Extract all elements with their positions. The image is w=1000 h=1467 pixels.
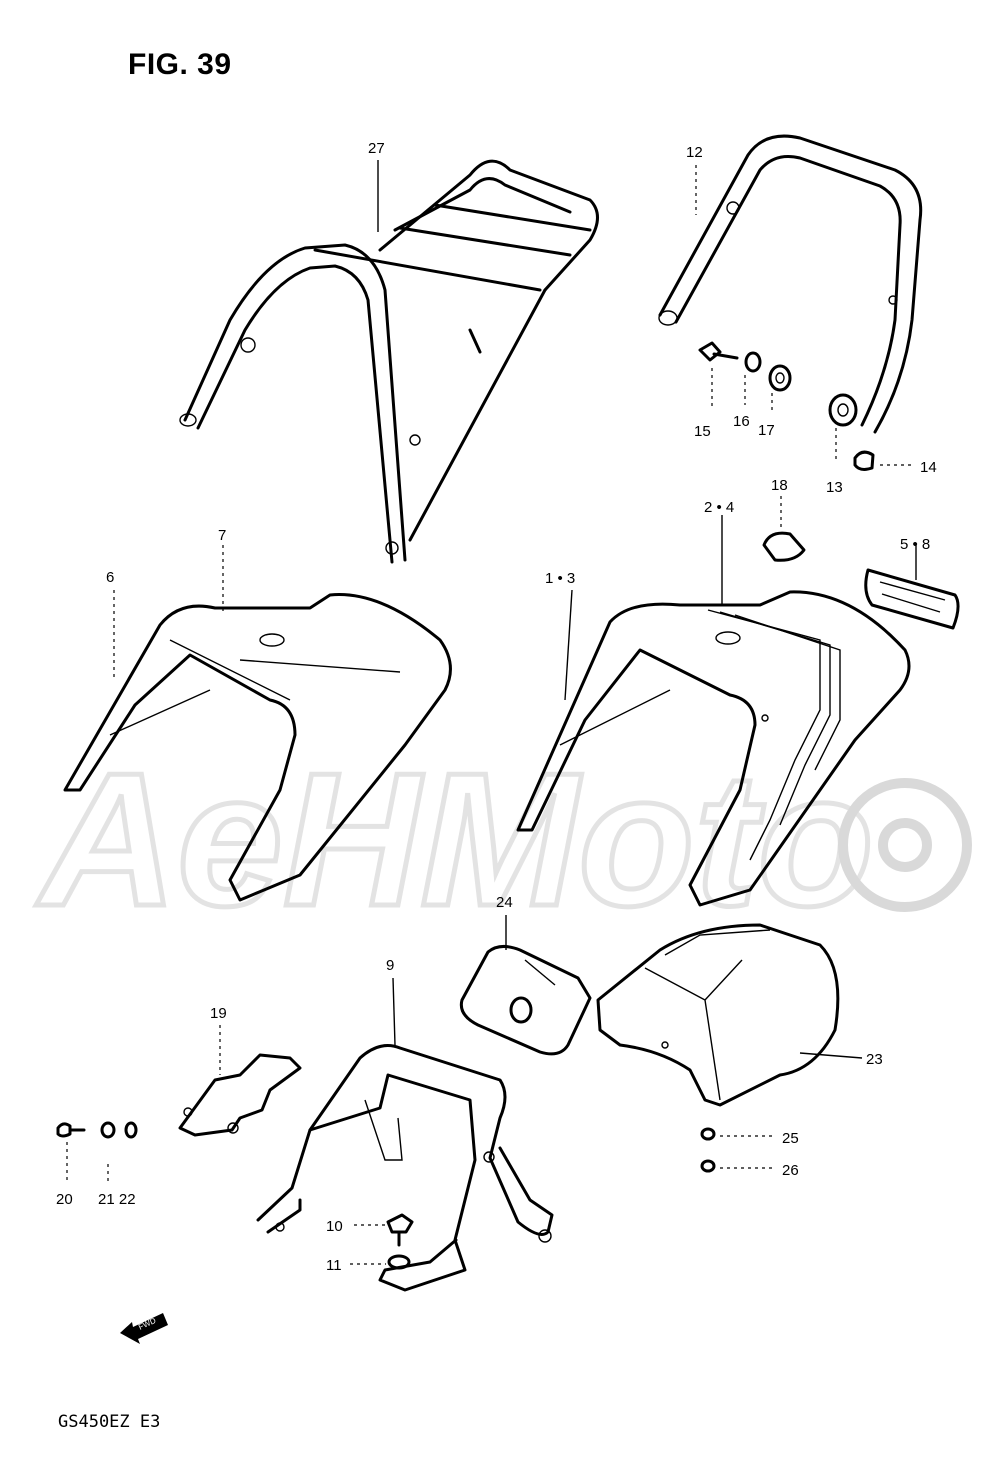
callout-5-8: 5 • 8	[900, 536, 930, 553]
figure-title: FIG. 39	[128, 48, 232, 81]
watermark-text: AeHMoto	[36, 734, 874, 946]
callout-26: 26	[782, 1162, 799, 1179]
part-6-7-tail-cover	[63, 593, 452, 902]
callout-19: 19	[210, 1005, 227, 1022]
callout-11: 11	[326, 1257, 342, 1274]
hardware-20-21-22	[56, 1121, 138, 1139]
part-9-seat-bracket	[256, 1044, 554, 1292]
part-1-3-2-4-tail-cover	[516, 590, 911, 907]
callout-23: 23	[866, 1051, 883, 1068]
part-23-seat-pad	[596, 923, 840, 1107]
callout-2-4: 2 • 4	[704, 499, 734, 516]
callout-25: 25	[782, 1130, 799, 1147]
part-24-cover-plate	[459, 945, 592, 1056]
callout-10: 10	[326, 1218, 343, 1235]
model-code: GS450EZ E3	[58, 1412, 161, 1432]
callout-21-22: 21 22	[98, 1191, 136, 1208]
forward-arrow-icon: FWD	[120, 1313, 168, 1344]
watermark: AeHMoto	[34, 732, 972, 949]
callout-18: 18	[771, 477, 788, 494]
part-25-washer	[700, 1127, 716, 1141]
callout-27: 27	[368, 140, 385, 157]
part-5-8-emblem	[864, 568, 960, 630]
callout-20: 20	[56, 1191, 73, 1208]
callout-15: 15	[694, 423, 711, 440]
callout-14: 14	[920, 459, 937, 476]
callout-24: 24	[496, 894, 513, 911]
callout-17: 17	[758, 422, 775, 439]
callout-9: 9	[386, 957, 394, 974]
callout-12: 12	[686, 144, 703, 161]
callout-16: 16	[733, 413, 750, 430]
callout-6: 6	[106, 569, 114, 586]
callout-13: 13	[826, 479, 843, 496]
hardware-bolts-washers	[698, 341, 875, 471]
part-19-seat-latch	[178, 1053, 302, 1137]
part-18-grommet	[762, 531, 806, 562]
hardware-10-11	[386, 1213, 414, 1270]
part-12-grab-rail	[658, 134, 923, 434]
part-26-nut	[700, 1159, 716, 1173]
part-27-carrier-rack	[179, 159, 599, 564]
callout-7: 7	[218, 527, 226, 544]
callout-1-3: 1 • 3	[545, 570, 575, 587]
